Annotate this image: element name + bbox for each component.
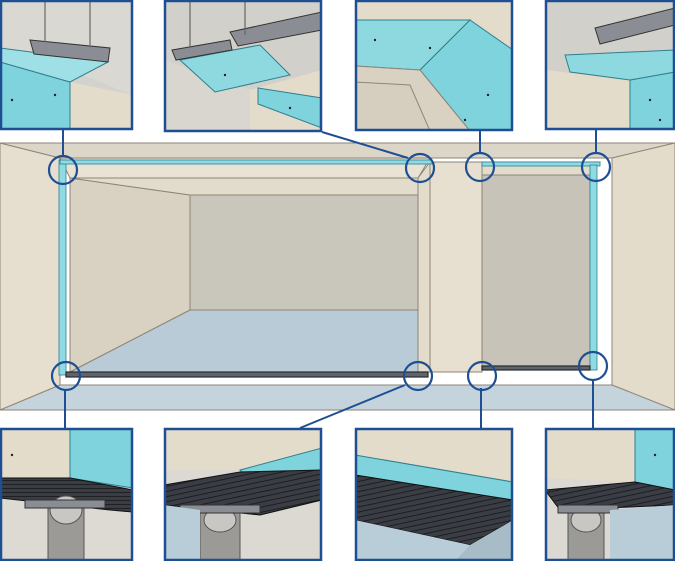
detail-panel-bottom-3 xyxy=(354,427,514,562)
detail-panel-bottom-1 xyxy=(0,427,134,562)
detail-panel-top-3 xyxy=(354,0,514,132)
circle-top-1 xyxy=(47,154,79,186)
center-pillar-face xyxy=(429,161,483,373)
circle-top-4 xyxy=(580,151,612,183)
ceiling xyxy=(0,142,675,159)
circle-bottom-3 xyxy=(466,360,498,392)
board-edge-lines xyxy=(58,159,601,376)
circle-bottom-2 xyxy=(402,360,434,392)
right-wall xyxy=(611,142,675,411)
detail-panel-bottom-4 xyxy=(544,427,675,562)
circle-top-2 xyxy=(404,152,436,184)
circle-bottom-4 xyxy=(577,350,609,382)
right-room-back-wall xyxy=(481,174,591,369)
floor xyxy=(0,384,675,411)
detail-panel-top-2 xyxy=(163,0,323,133)
left-room-back-wall xyxy=(189,194,419,311)
detail-panel-bottom-2 xyxy=(163,427,323,562)
circle-bottom-1 xyxy=(50,360,82,392)
left-wall xyxy=(0,142,61,411)
detail-panel-top-4 xyxy=(544,0,675,131)
highlight-circles xyxy=(47,151,612,392)
main-room-view xyxy=(0,142,675,411)
circle-top-3 xyxy=(464,151,496,183)
center-pillar xyxy=(417,160,431,373)
callout-connectors xyxy=(62,130,597,429)
floor-drain-lines xyxy=(65,365,591,378)
detail-panel-top-1 xyxy=(0,0,134,131)
